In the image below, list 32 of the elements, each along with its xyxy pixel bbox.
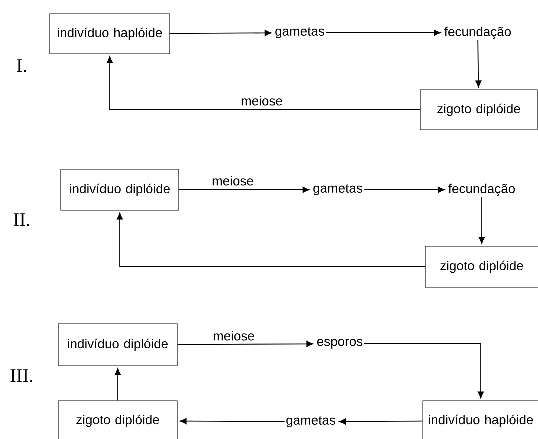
arrow [177,341,314,348]
process-box: indivíduo haplóide [50,14,170,54]
process-box: indivíduo haplóide [422,400,538,439]
section-numeral: I. [17,60,26,72]
arrow [364,186,446,194]
stage-text: fecundação [444,26,512,40]
arrow [106,56,421,110]
stage-text: gametas [286,416,336,428]
edge-label: meiose [242,96,282,106]
process-box: indivíduo diplóide [58,324,178,366]
arrow [114,368,122,402]
arrow [476,40,482,88]
arrow [478,196,486,244]
arrow [170,30,272,36]
edge-label: meiose [214,331,254,341]
stage-text: esporos [317,339,363,349]
edge-label: meiose [212,176,254,186]
stage-text: gametas [314,184,362,196]
arrow [180,418,286,424]
process-box: zigoto diplóide [420,90,538,130]
arrow [364,344,484,399]
stage-text: gametas [276,27,324,39]
section-numeral: III. [10,370,33,382]
process-box: zigoto diplóide [425,246,538,288]
arrow [116,212,426,268]
section-numeral: II. [14,214,30,226]
arrow [339,418,424,425]
arrow [178,186,310,194]
process-box: zigoto diplóide [58,400,178,439]
stage-text: fecundação [448,184,516,196]
arrow [326,30,442,36]
process-box: indivíduo diplóide [60,169,180,211]
